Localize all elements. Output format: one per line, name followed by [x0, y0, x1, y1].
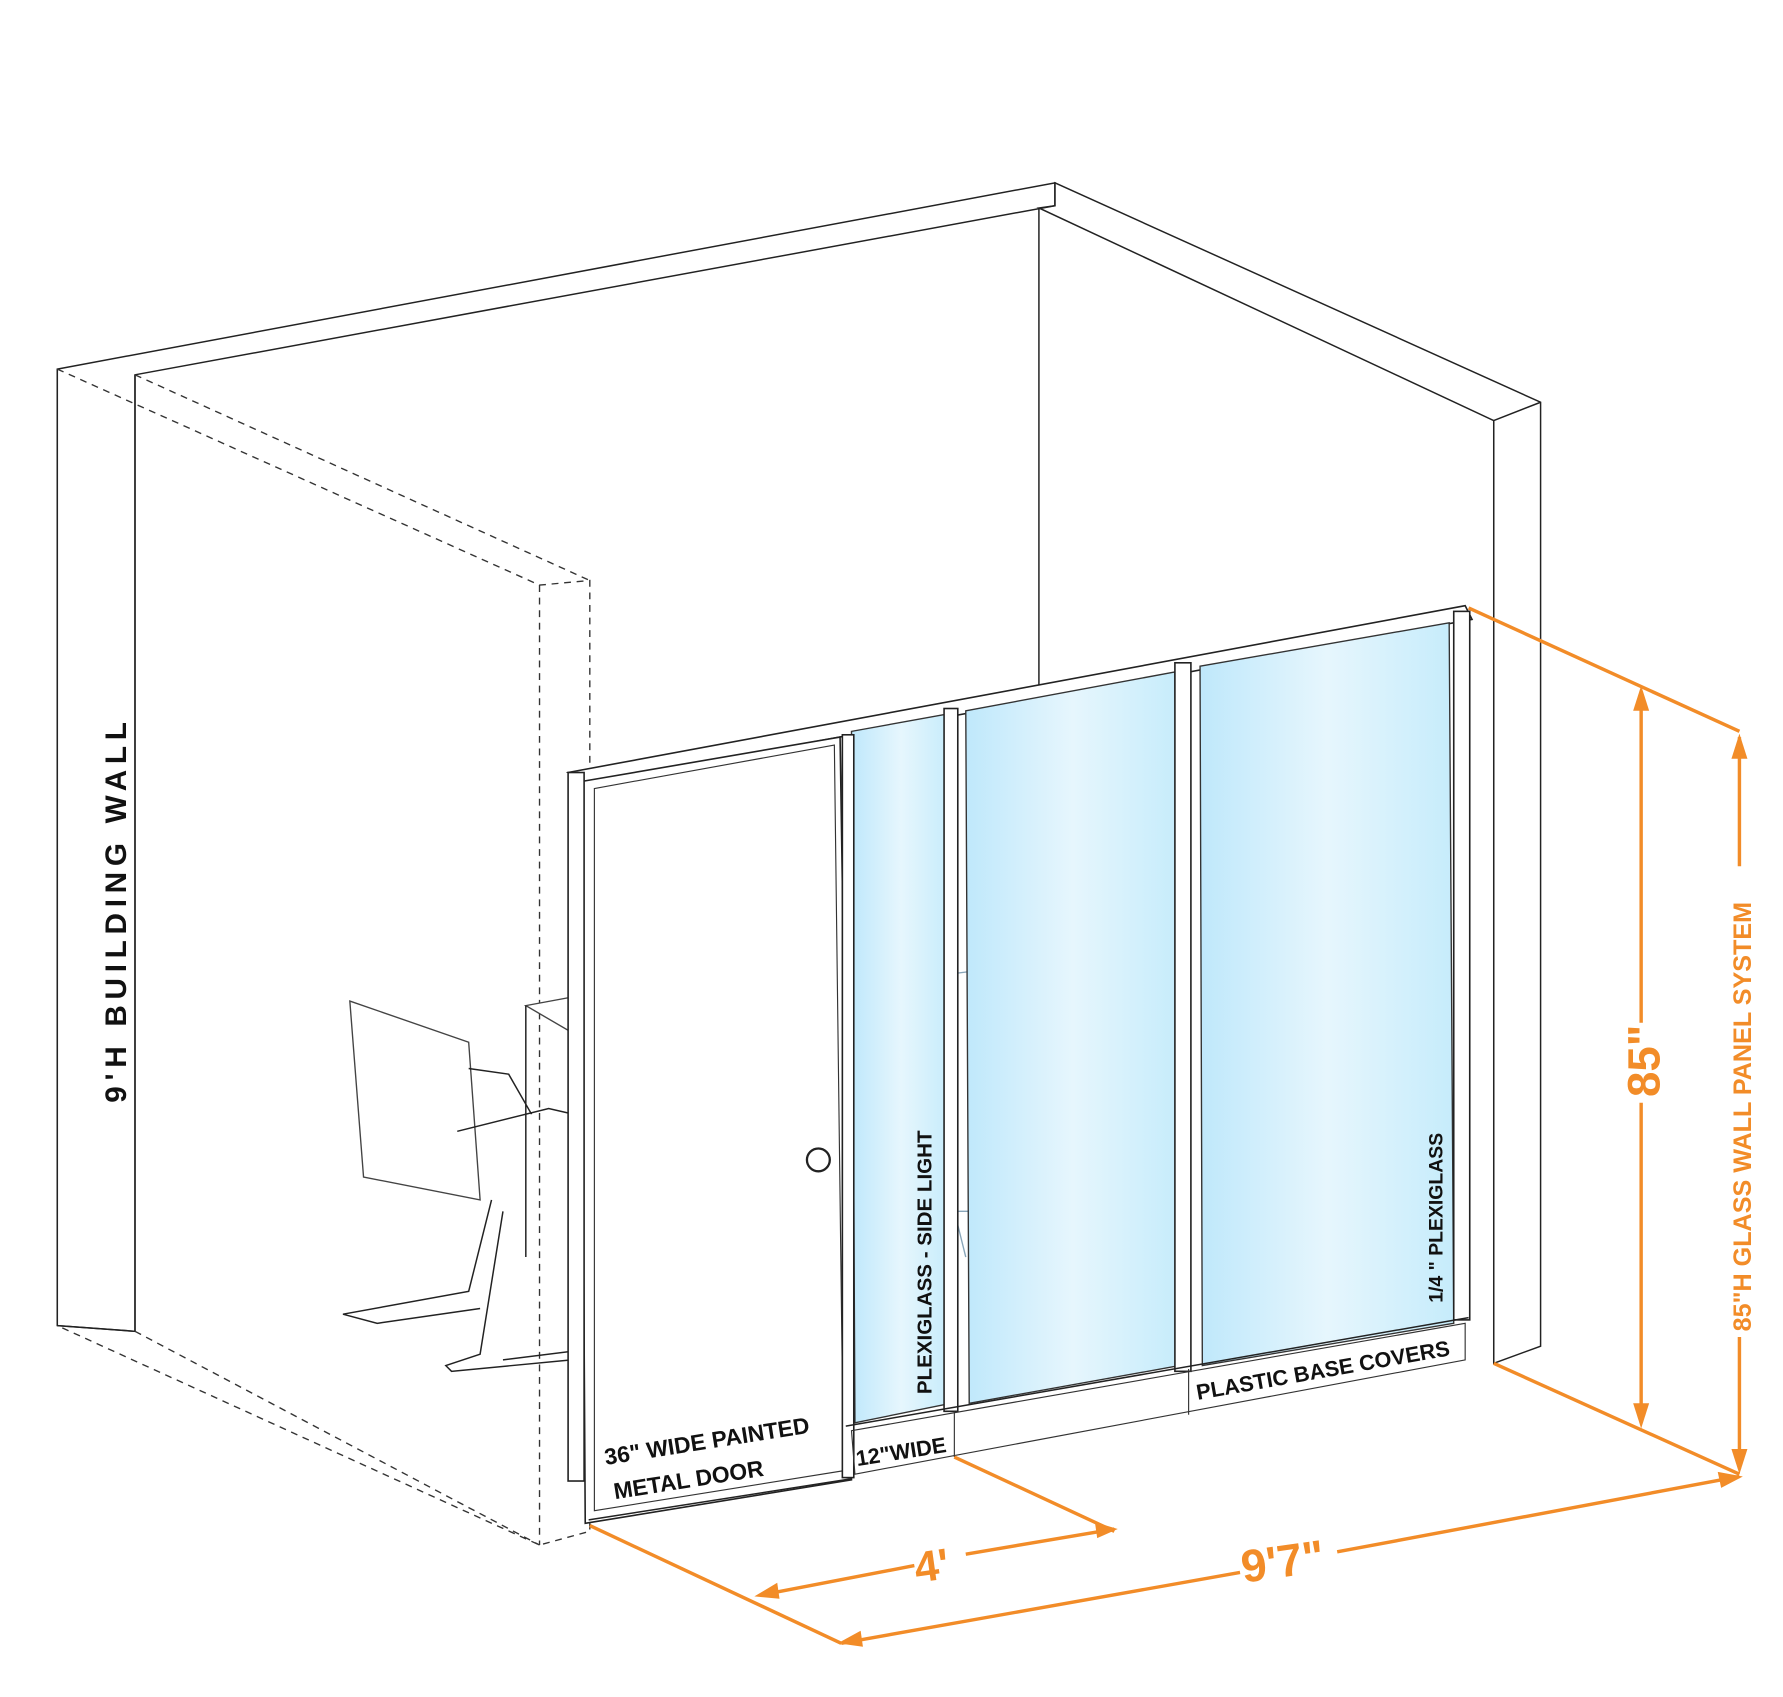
- plexiglass-label: 1/4 " PLEXIGLASS: [1425, 1133, 1447, 1303]
- side-light-label: PLEXIGLASS - SIDE LIGHT: [913, 1130, 936, 1394]
- glass-panel-middle: [965, 671, 1181, 1405]
- metal-door[interactable]: [579, 736, 853, 1525]
- system-label: 85"H GLASS WALL PANEL SYSTEM: [1729, 902, 1757, 1331]
- glass-wall-system: [565, 604, 1474, 1525]
- chair-left: [342, 1000, 624, 1373]
- depth-dimension: 4': [911, 1540, 952, 1592]
- building-wall-label: 9'H BUILDING WALL: [100, 716, 133, 1102]
- dimension-lines: [589, 606, 1748, 1647]
- plastic-base-covers: [850, 1322, 1466, 1475]
- glass-panel-right: [1199, 621, 1455, 1367]
- building-walls: [56, 181, 1542, 1546]
- width-dimension: 9'7": [1238, 1531, 1328, 1593]
- height-dimension: 85": [1618, 1025, 1669, 1098]
- door-handle-icon[interactable]: [805, 1147, 831, 1173]
